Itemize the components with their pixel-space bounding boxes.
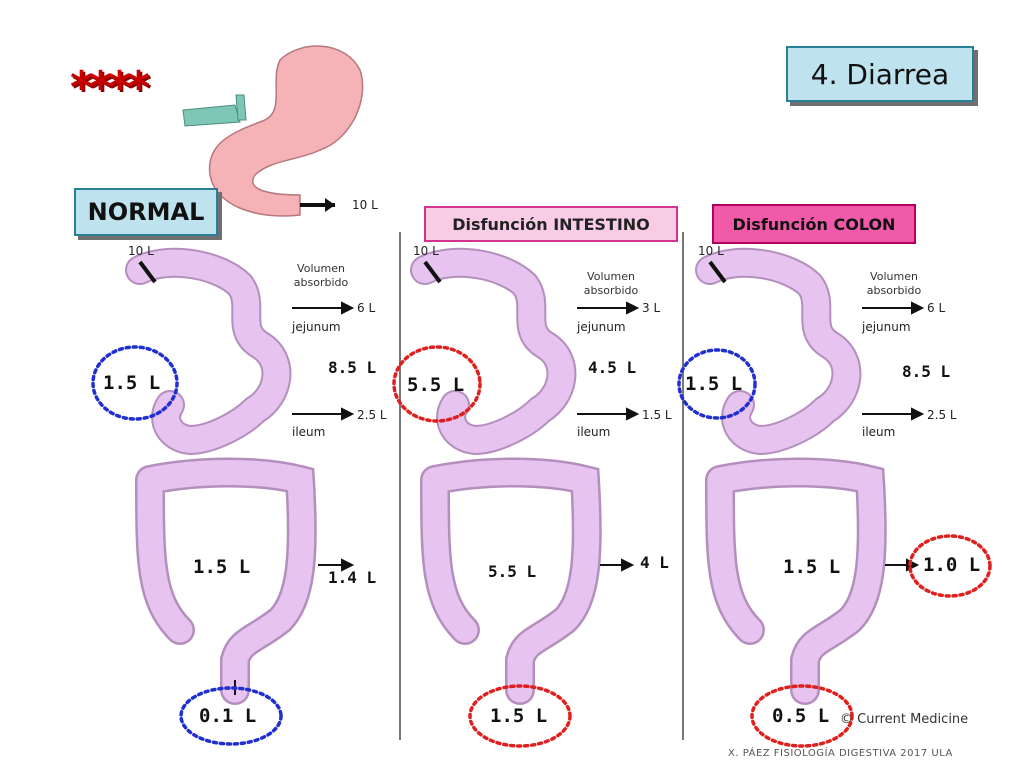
- slide-footer: X. PÁEZ FISIOLOGÍA DIGESTIVA 2017 ULA: [728, 748, 953, 759]
- colon-colon-abs: 1.0 L: [923, 554, 981, 576]
- colon-input: 10 L: [698, 244, 724, 258]
- normal-jej-value: 6 L: [357, 301, 376, 315]
- normal-colon-abs: 1.4 L: [328, 568, 377, 587]
- intestine-colon: [695, 247, 887, 705]
- normal-colon-in: 1.5 L: [193, 556, 251, 578]
- normal-ileum-circle-value: 1.5 L: [103, 372, 161, 394]
- circle-colon-ileum: [677, 348, 757, 420]
- normal-ileum-value: 2.5 L: [357, 408, 387, 422]
- slide-title: 4. Diarrea: [786, 46, 974, 102]
- normal-vol-label: Volumen absorbido: [286, 262, 356, 290]
- intestino-colon-abs: 4 L: [640, 553, 669, 572]
- image-credit: © Current Medicine: [840, 712, 969, 727]
- intestino-ileum-circle-value: 5.5 L: [407, 374, 465, 396]
- colon-jej-label: jejunum: [862, 320, 911, 334]
- intestine-normal: [125, 247, 317, 705]
- intestino-vol-line2: absorbido: [583, 284, 639, 297]
- intestino-stool: 1.5 L: [490, 705, 548, 727]
- normal-jej-label: jejunum: [292, 320, 341, 334]
- intestino-jej-label: jejunum: [577, 320, 626, 334]
- normal-vol-line1: Volumen: [297, 262, 345, 275]
- colon-jej-total: 8.5 L: [902, 362, 951, 381]
- normal-ileum-label: ileum: [292, 425, 326, 439]
- colon-vol-line1: Volumen: [870, 270, 918, 283]
- label-normal: NORMAL: [74, 188, 218, 236]
- colon-vol-line2: absorbido: [866, 284, 922, 297]
- intestino-colon-in: 5.5 L: [488, 562, 537, 581]
- colon-jej-value: 6 L: [927, 301, 946, 315]
- colon-ileum-value: 2.5 L: [927, 408, 957, 422]
- label-colon: Disfunción COLON: [712, 204, 916, 244]
- intestino-jej-value: 3 L: [642, 301, 661, 315]
- circle-intestino-stool: [468, 684, 572, 748]
- arrows-normal: [138, 260, 355, 695]
- colon-ileum-label: ileum: [862, 425, 896, 439]
- arrows-colon: [708, 260, 925, 572]
- stomach-output: 10 L: [352, 198, 378, 212]
- circle-colon-stool: [750, 684, 854, 748]
- stars-mark: ****: [70, 62, 150, 113]
- colon-stool: 0.5 L: [772, 705, 830, 727]
- circle-colon-abs: [908, 534, 992, 598]
- intestino-ileum-label: ileum: [577, 425, 611, 439]
- intestino-vol-label: Volumen absorbido: [573, 270, 649, 298]
- normal-vol-line2: absorbido: [293, 276, 349, 289]
- intestino-jej-total: 4.5 L: [588, 358, 637, 377]
- normal-jej-total: 8.5 L: [328, 358, 377, 377]
- circle-normal-ileum: [91, 345, 179, 421]
- colon-colon-in: 1.5 L: [783, 556, 841, 578]
- colon-vol-label: Volumen absorbido: [856, 270, 932, 298]
- normal-stool: 0.1 L: [199, 705, 257, 727]
- intestine-intestino: [410, 247, 602, 705]
- intestino-vol-line1: Volumen: [587, 270, 635, 283]
- intestino-input: 10 L: [413, 244, 439, 258]
- label-intestino: Disfunción INTESTINO: [424, 206, 678, 242]
- intestino-ileum-value: 1.5 L: [642, 408, 672, 422]
- circle-intestino-ileum: [392, 345, 482, 423]
- stomach-illustration: [182, 45, 364, 217]
- arrows-intestino: [423, 260, 640, 572]
- normal-input: 10 L: [128, 244, 154, 258]
- circle-normal-stool: [179, 686, 283, 746]
- colon-ileum-circle-value: 1.5 L: [685, 373, 743, 395]
